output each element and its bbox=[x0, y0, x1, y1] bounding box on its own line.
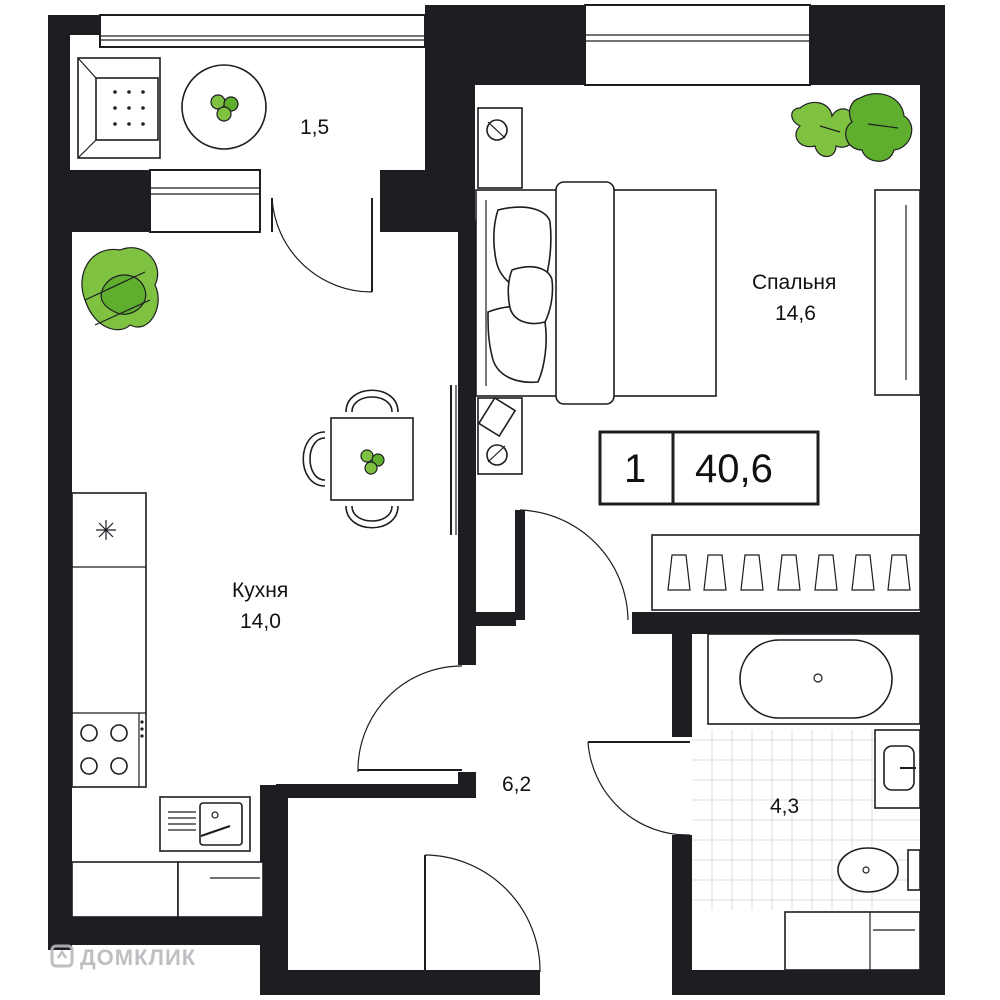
bathroom-area: 4,3 bbox=[770, 795, 799, 818]
bedroom-plant-icon bbox=[791, 93, 913, 162]
kitchen-area: 14,0 bbox=[240, 610, 281, 633]
bathroom-door[interactable] bbox=[587, 741, 691, 836]
balcony-round-table bbox=[181, 64, 267, 150]
sliding-door-marks bbox=[450, 385, 457, 535]
bedroom-area: 14,6 bbox=[775, 302, 816, 325]
balcony-armchair bbox=[77, 57, 161, 159]
toilet bbox=[837, 847, 921, 893]
window-balcony-inner bbox=[149, 169, 261, 233]
total-area: 40,6 bbox=[695, 447, 773, 491]
bedroom-door[interactable] bbox=[519, 509, 629, 621]
watermark-brand: ДОМКЛИК bbox=[80, 945, 196, 970]
bathroom-cabinet bbox=[784, 911, 921, 971]
kitchen-plant-icon bbox=[81, 247, 159, 331]
entrance-door[interactable] bbox=[424, 854, 541, 973]
dining-table bbox=[302, 389, 414, 529]
balcony-area: 1,5 bbox=[300, 116, 329, 139]
kitchen-door[interactable] bbox=[271, 197, 373, 293]
stove-burners bbox=[80, 724, 128, 775]
window-bedroom bbox=[584, 4, 811, 86]
lower-cabinets bbox=[71, 861, 264, 918]
double-bed bbox=[475, 181, 717, 405]
kitchen-name: Кухня bbox=[232, 579, 288, 602]
hallway-kitchen-door[interactable] bbox=[357, 665, 463, 773]
nightstand-bottom bbox=[477, 396, 523, 475]
summary-box: 1 40,6 bbox=[598, 430, 820, 506]
bedroom-name: Спальня bbox=[752, 271, 836, 294]
kitchen-sink bbox=[159, 796, 251, 852]
bathroom-sink bbox=[874, 729, 921, 809]
bathtub bbox=[707, 633, 921, 725]
kitchen-counter bbox=[71, 492, 147, 788]
extractor-hood-icon bbox=[96, 520, 116, 540]
window-balcony-top bbox=[99, 14, 426, 48]
wardrobe bbox=[651, 534, 921, 611]
nightstand-top bbox=[477, 107, 523, 189]
interior-walls bbox=[276, 220, 922, 975]
rooms-count: 1 bbox=[624, 447, 646, 491]
domclick-watermark: ДОМКЛИК bbox=[50, 944, 196, 970]
exterior-walls bbox=[48, 5, 945, 995]
bedroom-dresser bbox=[874, 189, 921, 396]
hallway-area: 6,2 bbox=[502, 773, 531, 796]
